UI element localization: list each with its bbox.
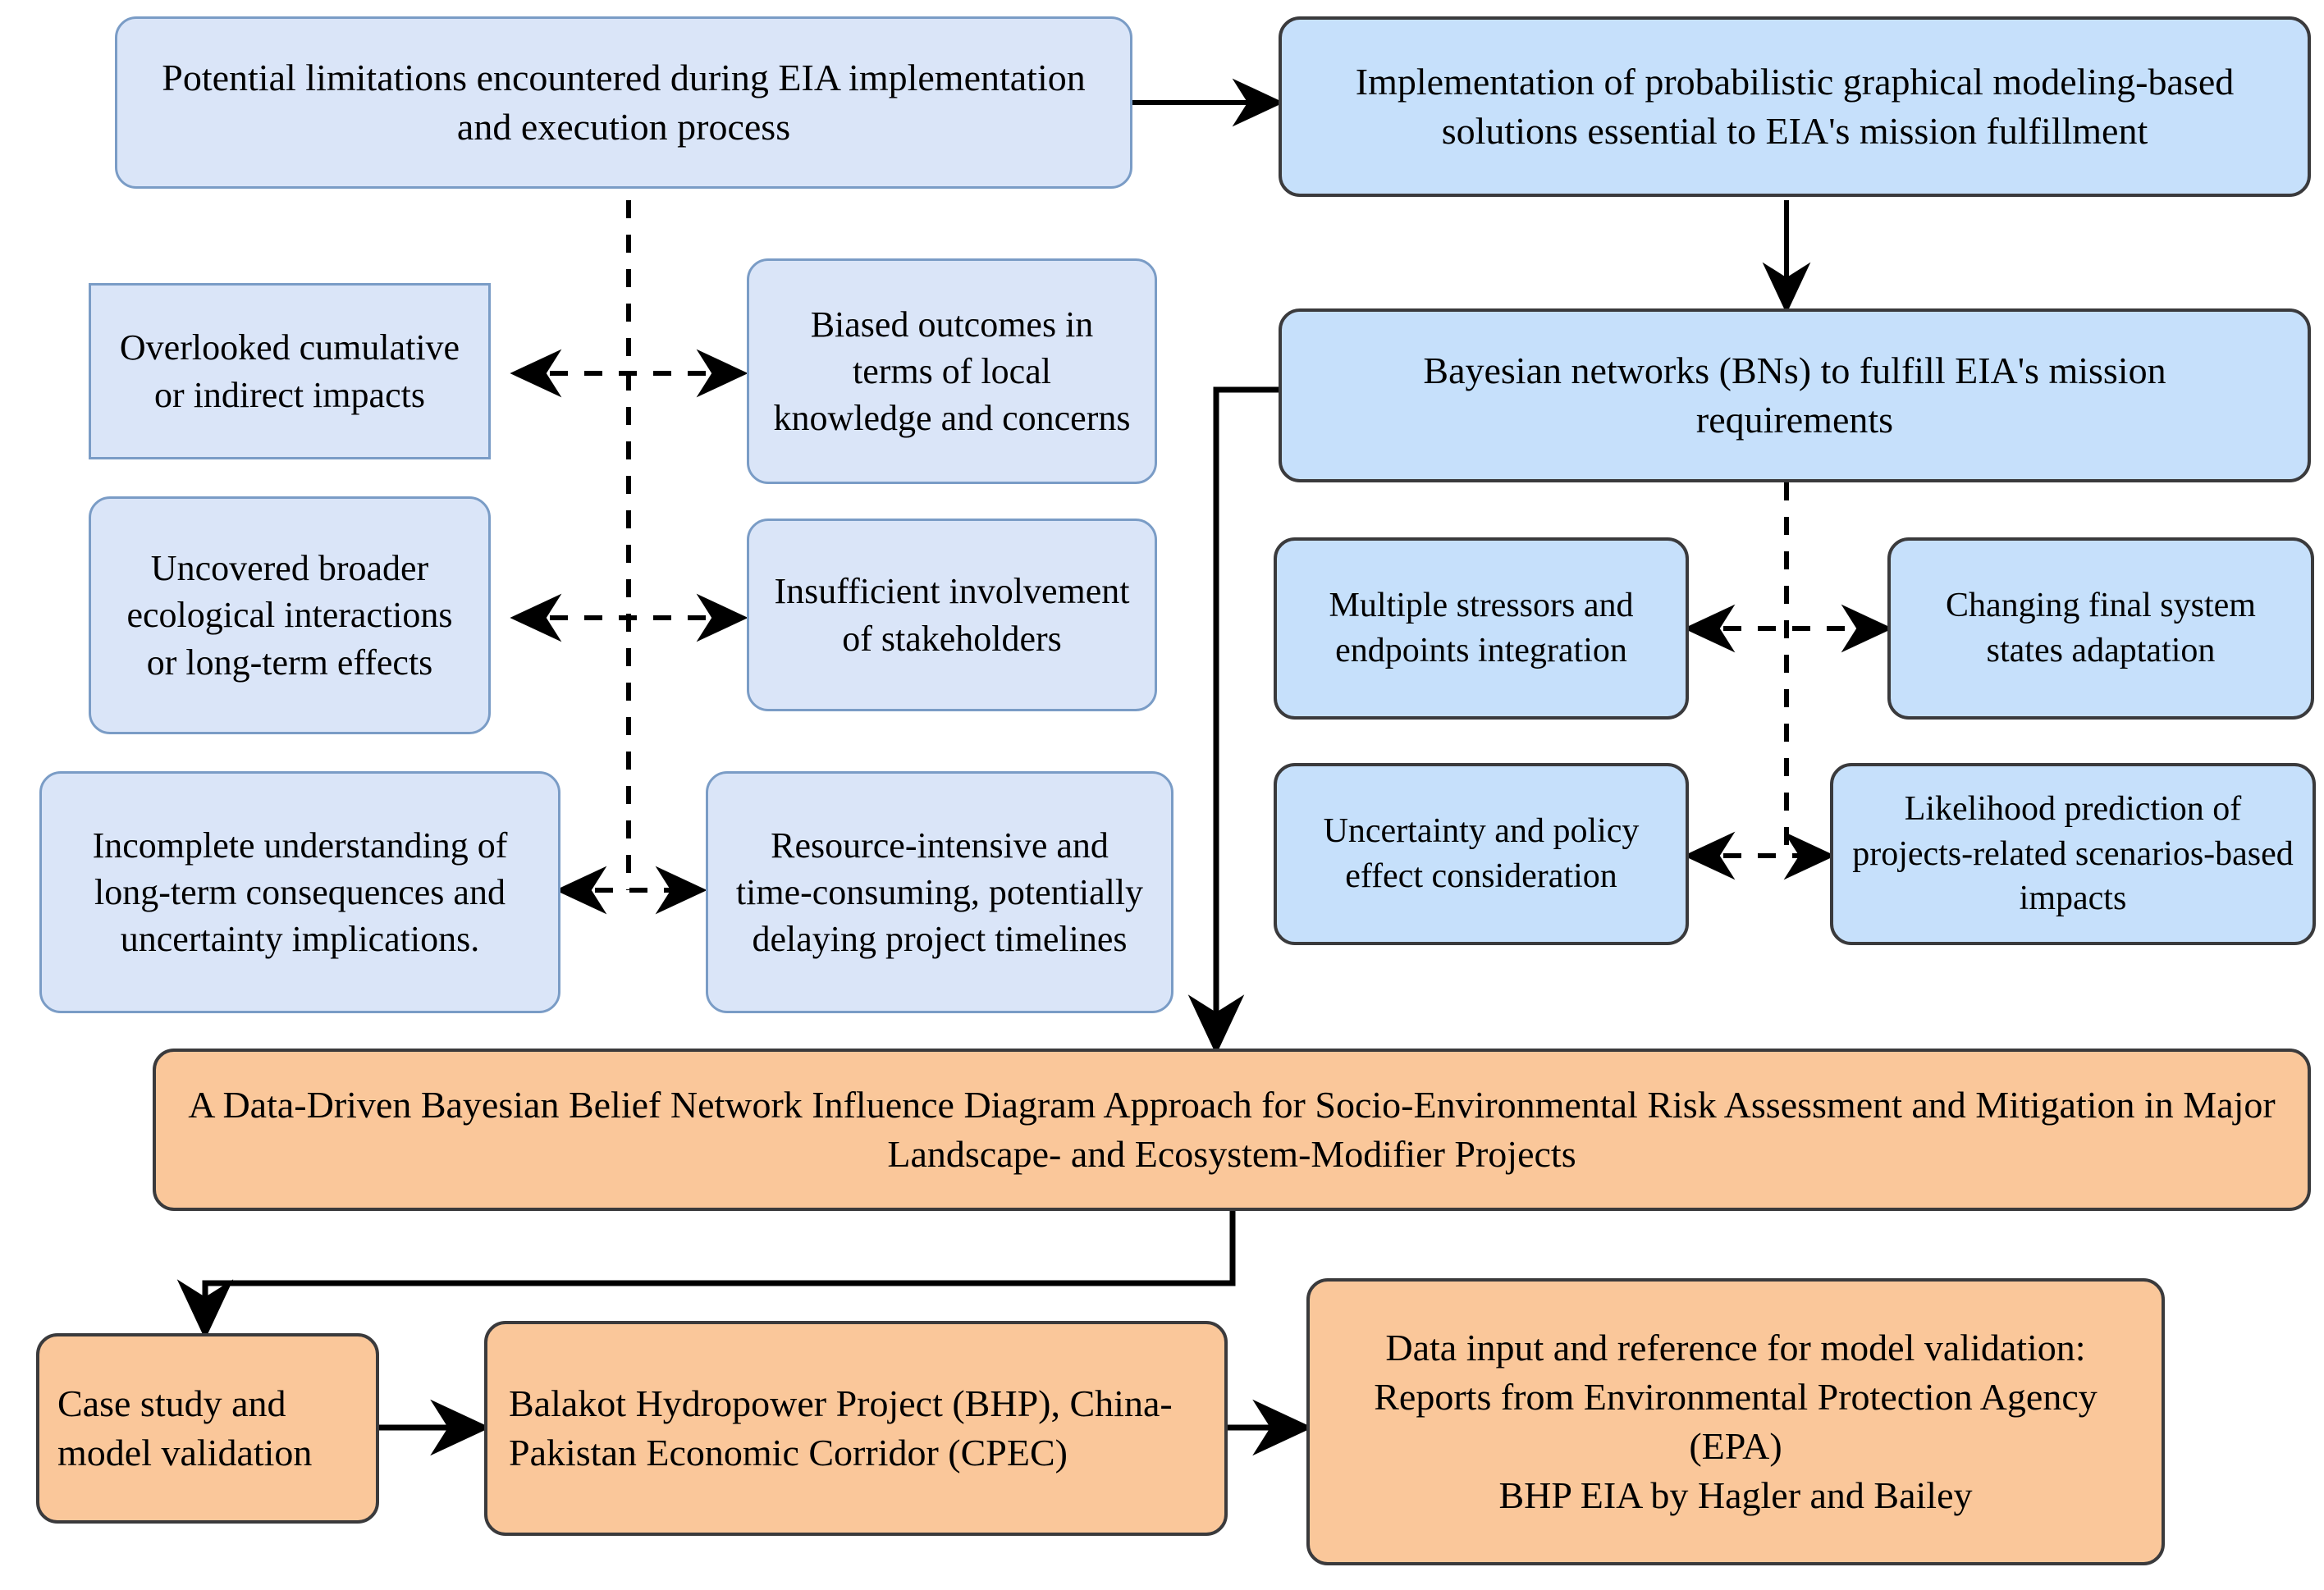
connector-bayesian-to-approach [1187,386,1279,1055]
node-potential-limitations[interactable]: Potential limitations encountered during… [115,16,1132,189]
node-changing-final-states[interactable]: Changing final system states adaptation [1887,537,2314,720]
node-implementation-solutions[interactable]: Implementation of probabilistic graphica… [1279,16,2311,197]
node-incomplete-understanding[interactable]: Incomplete understanding of long-term co… [39,771,560,1013]
node-case-study[interactable]: Case study and model validation [36,1333,379,1524]
node-overlooked-cumulative[interactable]: Overlooked cumulative or indirect impact… [89,283,491,459]
connector-approach-to-case-study [176,1211,1236,1340]
node-insufficient-involvement[interactable]: Insufficient involvement of stakeholders [747,519,1157,711]
node-resource-intensive[interactable]: Resource-intensive and time-consuming, p… [706,771,1173,1013]
node-uncovered-broader[interactable]: Uncovered broader ecological interaction… [89,496,491,734]
node-multiple-stressors[interactable]: Multiple stressors and endpoints integra… [1274,537,1689,720]
node-likelihood-prediction[interactable]: Likelihood prediction of projects-relate… [1830,763,2316,945]
node-uncertainty-policy[interactable]: Uncertainty and policy effect considerat… [1274,763,1689,945]
node-balakot-project[interactable]: Balakot Hydropower Project (BHP), China-… [484,1321,1228,1536]
node-bayesian-networks[interactable]: Bayesian networks (BNs) to fulfill EIA's… [1279,308,2311,482]
node-approach-title[interactable]: A Data-Driven Bayesian Belief Network In… [153,1049,2311,1211]
node-biased-outcomes[interactable]: Biased outcomes in terms of local knowle… [747,258,1157,484]
node-data-input[interactable]: Data input and reference for model valid… [1306,1278,2165,1565]
